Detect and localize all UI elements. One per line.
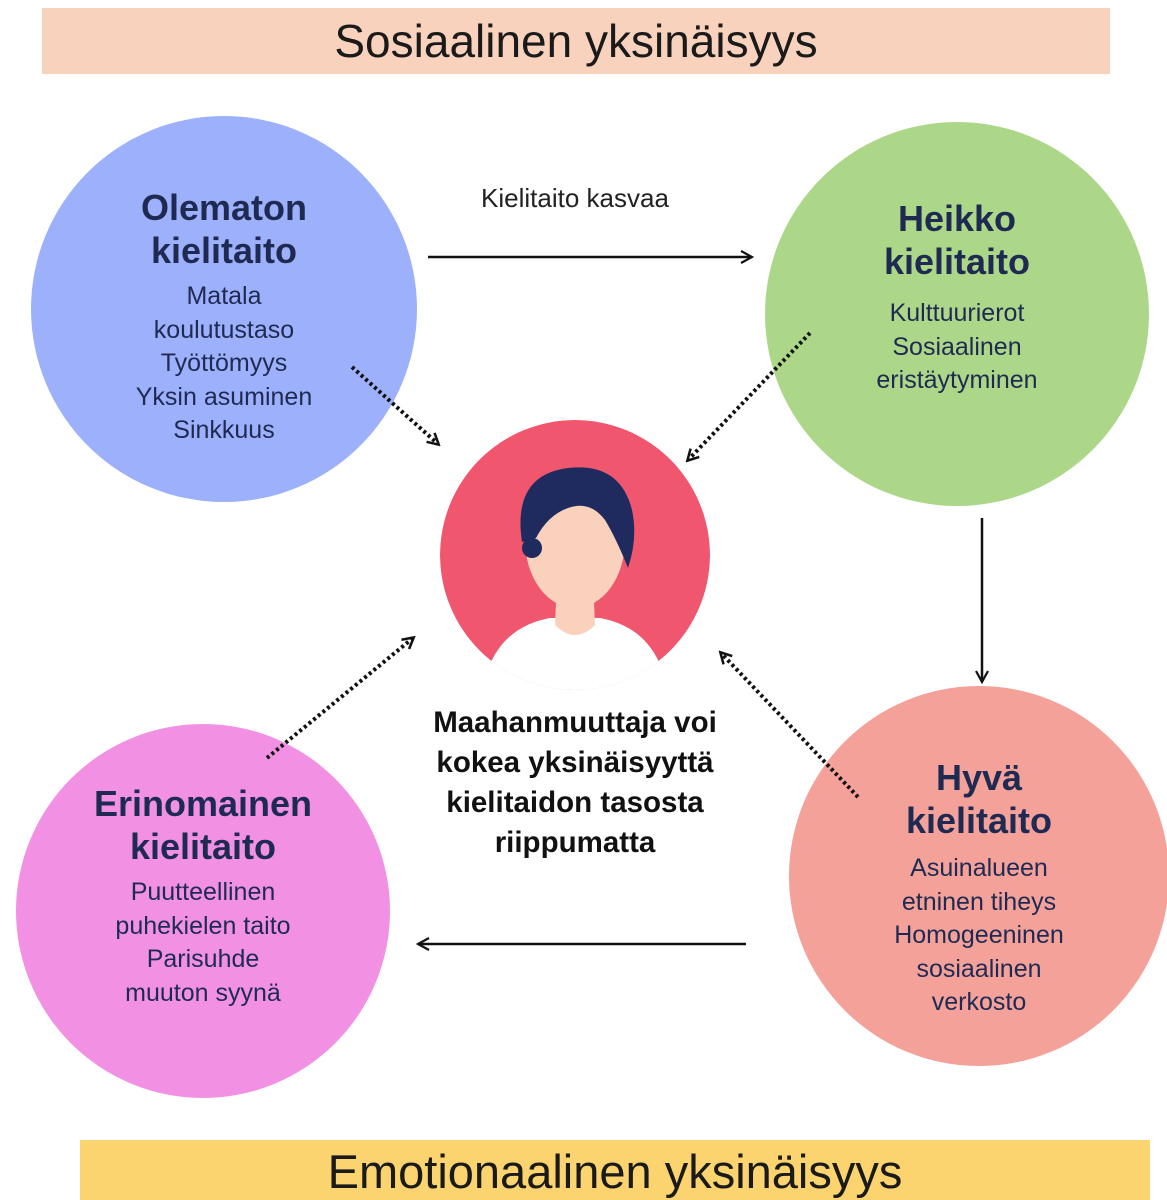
- circle-item: sosiaalinen: [916, 954, 1042, 983]
- social-loneliness-title: Sosiaalinen yksinäisyys: [334, 15, 818, 67]
- circle-items: Kulttuurierot Sosiaalinen eristäytyminen: [876, 297, 1037, 398]
- circle-item: eristäytyminen: [876, 366, 1038, 394]
- circle-item: Matala: [186, 282, 262, 310]
- center-statement-line: kielitaidon tasosta: [446, 786, 704, 819]
- circle-title: Heikko kielitaito: [883, 198, 1031, 282]
- circle-title: Olematon kielitaito: [140, 187, 308, 271]
- circle-item: Homogeeninen: [894, 921, 1064, 949]
- circle-item: Puutteellinen: [130, 878, 276, 906]
- center-statement-line: Maahanmuuttaja voi: [433, 706, 717, 739]
- circle-item: Kulttuurierot: [889, 299, 1025, 327]
- person-avatar-icon: [440, 420, 710, 690]
- emotional-loneliness-banner: Emotionaalinen yksinäisyys: [80, 1140, 1150, 1200]
- circle-item: koulutustaso: [153, 315, 295, 344]
- circle-item: Parisuhde: [146, 945, 260, 973]
- avatar-hair: [520, 467, 635, 568]
- center-statement-line: riippumatta: [494, 826, 656, 859]
- circle-items: Puutteellinen puhekielen taito Parisuhde…: [115, 876, 290, 1010]
- language-skill-grows-label: Kielitaito kasvaa: [481, 183, 669, 213]
- circle-title: Hyvä kielitaito: [905, 757, 1053, 841]
- circle-item: Työttömyys: [160, 349, 288, 377]
- circle-item: muuton syynä: [125, 978, 281, 1007]
- circle-item: verkosto: [931, 988, 1027, 1016]
- circle-items: Asuinalueen etninen tiheys Homogeeninen …: [894, 852, 1064, 1020]
- circle-title: Erinomainen kielitaito: [93, 783, 313, 867]
- circle-item: etninen tiheys: [901, 887, 1057, 916]
- circle-olematon-kielitaito: Olematon kielitaito Matala koulutustaso …: [31, 116, 417, 502]
- center-statement: Maahanmuuttaja voi kokea yksinäisyyttä k…: [390, 703, 760, 863]
- emotional-loneliness-title: Emotionaalinen yksinäisyys: [327, 1145, 903, 1198]
- circle-heikko-kielitaito: Heikko kielitaito Kulttuurierot Sosiaali…: [765, 122, 1149, 506]
- circle-erinomainen-kielitaito: Erinomainen kielitaito Puutteellinen puh…: [16, 724, 390, 1098]
- circle-items: Matala koulutustaso Työttömyys Yksin asu…: [136, 280, 312, 448]
- circle-item: Sinkkuus: [173, 416, 275, 444]
- center-statement-line: kokea yksinäisyyttä: [436, 746, 714, 779]
- circle-item: Yksin asuminen: [135, 382, 313, 411]
- circle-item: Asuinalueen: [910, 854, 1048, 882]
- social-loneliness-banner: Sosiaalinen yksinäisyys: [42, 8, 1110, 74]
- circle-item: Sosiaalinen: [892, 332, 1022, 361]
- circle-item: puhekielen taito: [115, 911, 291, 940]
- circle-hyva-kielitaito: Hyvä kielitaito Asuinalueen etninen tihe…: [789, 686, 1167, 1066]
